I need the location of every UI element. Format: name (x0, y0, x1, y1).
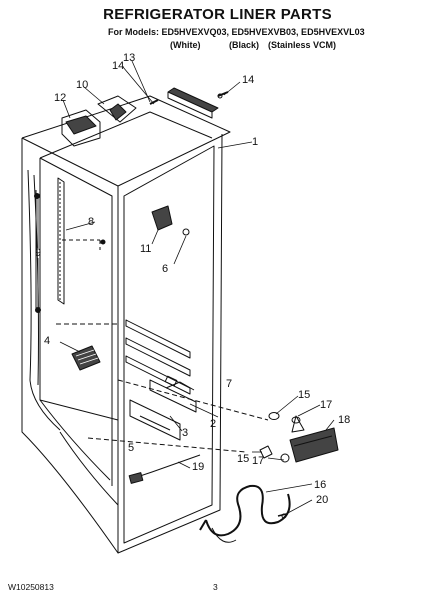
variant-black: (Black) (229, 40, 260, 50)
callout-16: 16 (314, 479, 326, 491)
variant-white: (White) (170, 40, 201, 50)
callout-3: 3 (182, 427, 188, 439)
page-number: 3 (213, 582, 218, 592)
callout-12: 12 (54, 92, 66, 104)
models-line: For Models: ED5HVEXVQ03, ED5HVEXVB03, ED… (108, 27, 365, 37)
callout-14a: 14 (112, 60, 124, 72)
callout-4: 4 (44, 335, 50, 347)
wire-harness (128, 454, 201, 484)
document-code: W10250813 (8, 582, 54, 592)
light-housing (61, 95, 137, 147)
callout-7: 7 (226, 378, 232, 390)
callout-8: 8 (88, 216, 94, 228)
page-title: REFRIGERATOR LINER PARTS (103, 6, 332, 23)
callout-11: 11 (140, 243, 151, 255)
liner-body (21, 95, 231, 554)
explosion-lines (56, 323, 269, 453)
top-trim-strip (167, 87, 219, 119)
callout-20: 20 (316, 494, 328, 506)
callout-14b: 14 (242, 74, 254, 86)
heater-coil (199, 484, 291, 543)
callout-2: 2 (210, 418, 216, 430)
mid-bracket (151, 205, 190, 236)
callout-13: 13 (123, 52, 135, 64)
right-small-parts (259, 412, 339, 463)
callout-5: 5 (128, 442, 134, 454)
callout-18: 18 (338, 414, 350, 426)
callout-1: 1 (252, 136, 258, 148)
callout-15b: 15 (237, 453, 249, 465)
callout-6: 6 (162, 263, 168, 275)
callout-15a: 15 (298, 389, 310, 401)
variant-stainless: (Stainless VCM) (268, 40, 337, 50)
vent-grille (71, 345, 101, 371)
callout-17a: 17 (320, 399, 332, 411)
callout-10: 10 (76, 79, 88, 91)
callout-19: 19 (192, 461, 204, 473)
leader-lines (37, 60, 335, 515)
vertical-rail-strip (34, 177, 106, 313)
callout-17b: 17 (252, 455, 264, 467)
callout-labels: 1 2 3 4 5 6 7 8 9 10 11 12 13 14 14 15 1… (35, 52, 350, 506)
callout-9: 9 (35, 247, 41, 259)
bottom-bracket (129, 399, 181, 441)
shelf-rails (125, 319, 197, 413)
